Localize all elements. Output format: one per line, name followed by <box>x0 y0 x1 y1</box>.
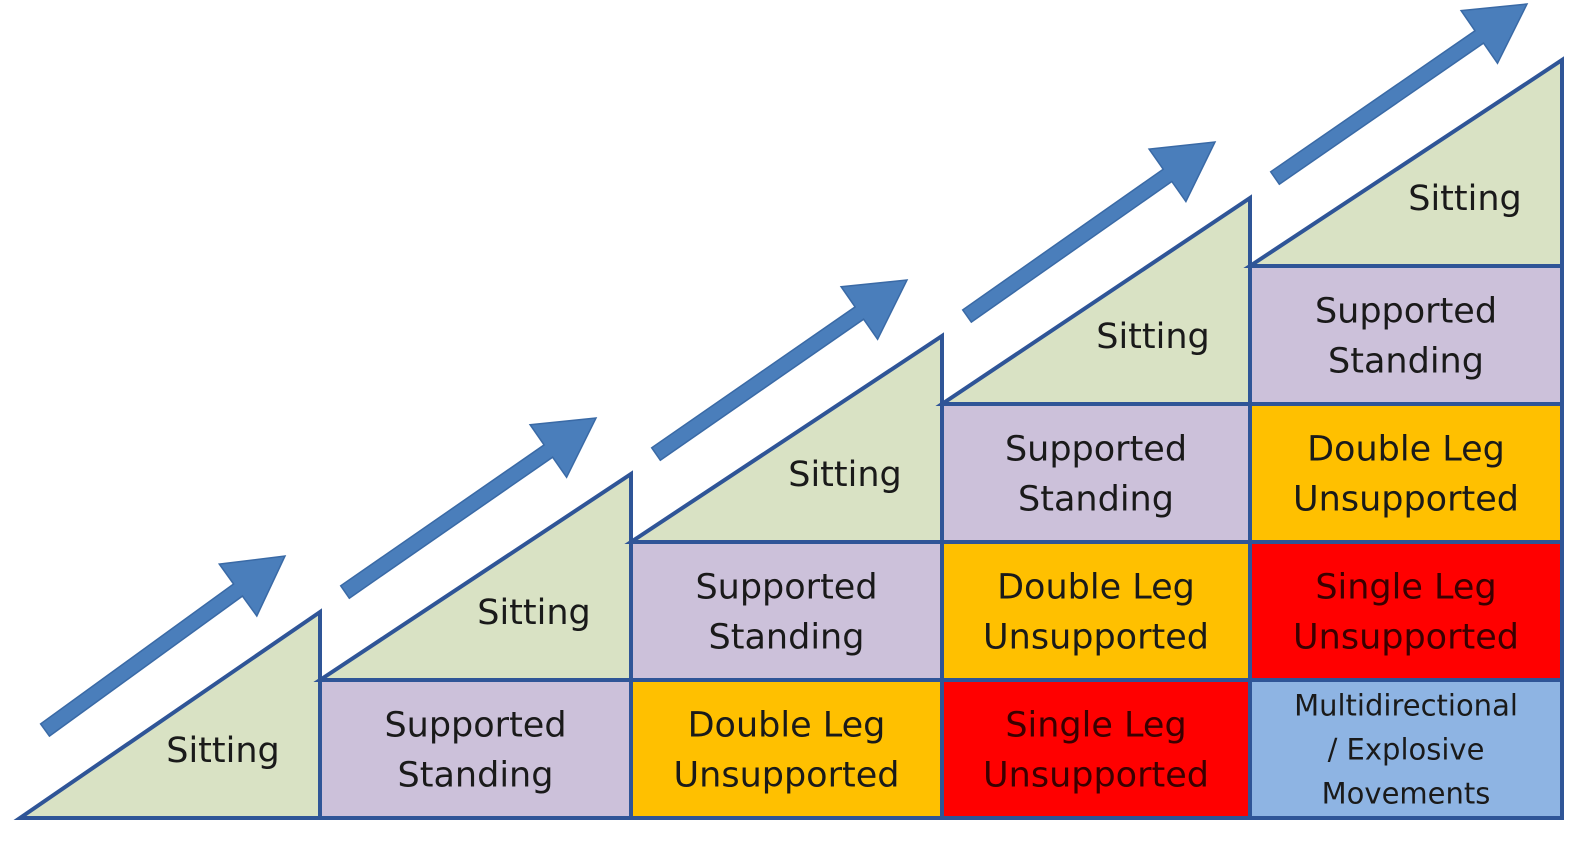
blocks-layer <box>318 264 1564 820</box>
block-label-line: Unsupported <box>674 756 900 796</box>
sitting-triangle <box>313 470 633 682</box>
block-supported-standing <box>629 540 944 682</box>
block-label-line: Supported <box>1315 292 1497 332</box>
block-label-line: Standing <box>1328 342 1484 382</box>
block-single-leg <box>1248 540 1564 682</box>
block-label-line: / Explosive <box>1328 732 1485 766</box>
sitting-triangle <box>624 332 944 544</box>
block-label-line: Double Leg <box>688 706 886 746</box>
sitting-label: Sitting <box>166 731 280 771</box>
progression-arrow-icon <box>39 555 287 738</box>
block-label-line: Movements <box>1322 776 1491 810</box>
sitting-triangle <box>935 194 1252 406</box>
block-supported-standing <box>318 678 633 820</box>
block-label-line: Unsupported <box>1293 480 1519 520</box>
block-label-line: Supported <box>695 568 877 608</box>
block-label-line: Single Leg <box>1005 706 1186 746</box>
block-label-line: Single Leg <box>1315 568 1496 608</box>
progression-arrow-icon <box>650 279 909 462</box>
block-label-line: Multidirectional <box>1294 688 1518 722</box>
block-label-line: Unsupported <box>983 756 1209 796</box>
block-label-line: Standing <box>1018 480 1174 520</box>
block-label-line: Standing <box>398 756 554 796</box>
triangles-layer <box>13 56 1564 820</box>
block-label-line: Supported <box>1005 430 1187 470</box>
block-label-line: Unsupported <box>983 618 1209 658</box>
labels-layer: SittingSupportedStandingSittingSupported… <box>166 179 1522 810</box>
block-double-leg <box>940 540 1252 682</box>
block-supported-standing <box>940 402 1252 544</box>
block-label-line: Double Leg <box>997 568 1195 608</box>
sitting-label: Sitting <box>788 455 902 495</box>
sitting-label: Sitting <box>477 593 591 633</box>
block-label-line: Standing <box>709 618 865 658</box>
block-double-leg <box>1248 402 1564 544</box>
sitting-label: Sitting <box>1408 179 1522 219</box>
block-multidirectional <box>1248 678 1564 820</box>
block-label-line: Double Leg <box>1307 430 1505 470</box>
sitting-label: Sitting <box>1096 317 1210 357</box>
progression-arrow-icon <box>1269 3 1529 186</box>
block-label-line: Unsupported <box>1293 618 1519 658</box>
block-supported-standing <box>1248 264 1564 406</box>
block-label-line: Supported <box>384 706 566 746</box>
sitting-triangle <box>1243 56 1564 268</box>
block-single-leg <box>940 678 1252 820</box>
progression-arrow-icon <box>339 417 598 600</box>
sitting-triangle <box>13 608 322 820</box>
progression-arrow-icon <box>961 141 1217 324</box>
block-double-leg <box>629 678 944 820</box>
arrows-layer <box>39 3 1529 738</box>
